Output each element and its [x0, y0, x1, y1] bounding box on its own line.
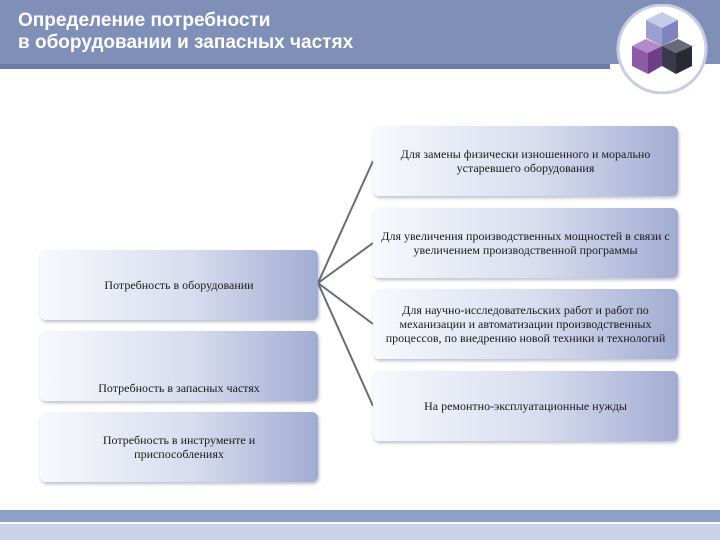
title-underline — [0, 64, 610, 69]
left-box-equipment: Потребность в оборудовании — [40, 250, 318, 320]
right-box-replacement: Для замены физически изношенного и морал… — [373, 126, 678, 196]
stacked-cubes-logo-icon — [616, 4, 708, 94]
footer-band — [0, 510, 720, 522]
right-box-label: Для научно-исследовательских работ и раб… — [385, 303, 666, 345]
left-box-label: Потребность в запасных частях — [98, 381, 260, 395]
connector-line — [317, 242, 374, 284]
title-band — [0, 0, 720, 64]
left-box-label: Потребность в оборудовании — [104, 278, 254, 292]
left-box-label: Потребность в инструменте и приспособлен… — [102, 433, 256, 461]
right-box-label: Для увеличения производственных мощносте… — [381, 229, 670, 257]
right-box-research: Для научно-исследовательских работ и раб… — [373, 289, 678, 359]
slide-title: Определение потребности в оборудовании и… — [18, 10, 354, 53]
footer-strip — [0, 524, 720, 540]
left-box-spare-parts: Потребность в запасных частях — [40, 331, 318, 401]
right-box-maintenance: На ремонтно-эксплуатационные нужды — [373, 371, 678, 441]
right-box-label: На ремонтно-эксплуатационные нужды — [424, 399, 627, 413]
connector-line — [317, 282, 374, 325]
left-box-tools: Потребность в инструменте и приспособлен… — [40, 412, 318, 482]
connector-line — [317, 282, 374, 407]
connector-line — [317, 160, 374, 284]
right-box-label: Для замены физически изношенного и морал… — [400, 147, 651, 175]
right-box-capacity: Для увеличения производственных мощносте… — [373, 208, 678, 278]
